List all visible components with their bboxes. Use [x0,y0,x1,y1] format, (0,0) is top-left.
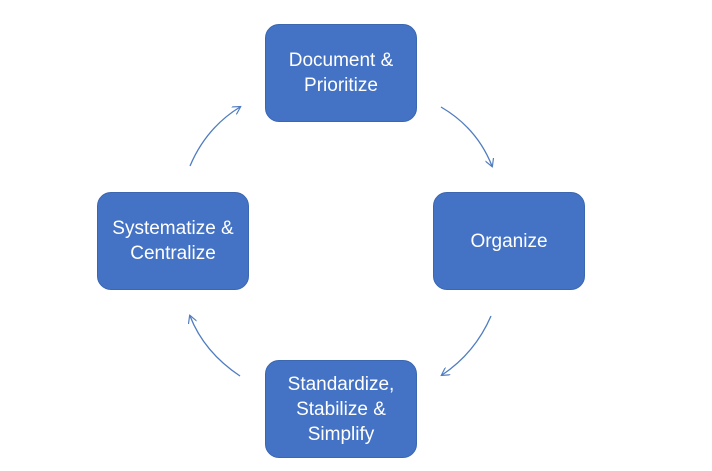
arrow-right-to-bottom [442,315,492,375]
arrow-left-to-top [189,107,240,167]
node-document-prioritize: Document & Prioritize [265,24,417,122]
arrow-top-to-right [440,106,492,166]
node-label: Standardize, Stabilize & Simplify [287,373,395,445]
node-label: Organize [470,230,548,252]
node-organize: Organize [433,192,585,290]
node-label: Document & Prioritize [288,50,394,96]
node-label: Systematize & Centralize [112,218,234,264]
node-standardize-stabilize-simplify: Standardize, Stabilize & Simplify [265,360,417,458]
node-systematize-centralize: Systematize & Centralize [97,192,249,290]
arrow-bottom-to-left [190,316,241,377]
